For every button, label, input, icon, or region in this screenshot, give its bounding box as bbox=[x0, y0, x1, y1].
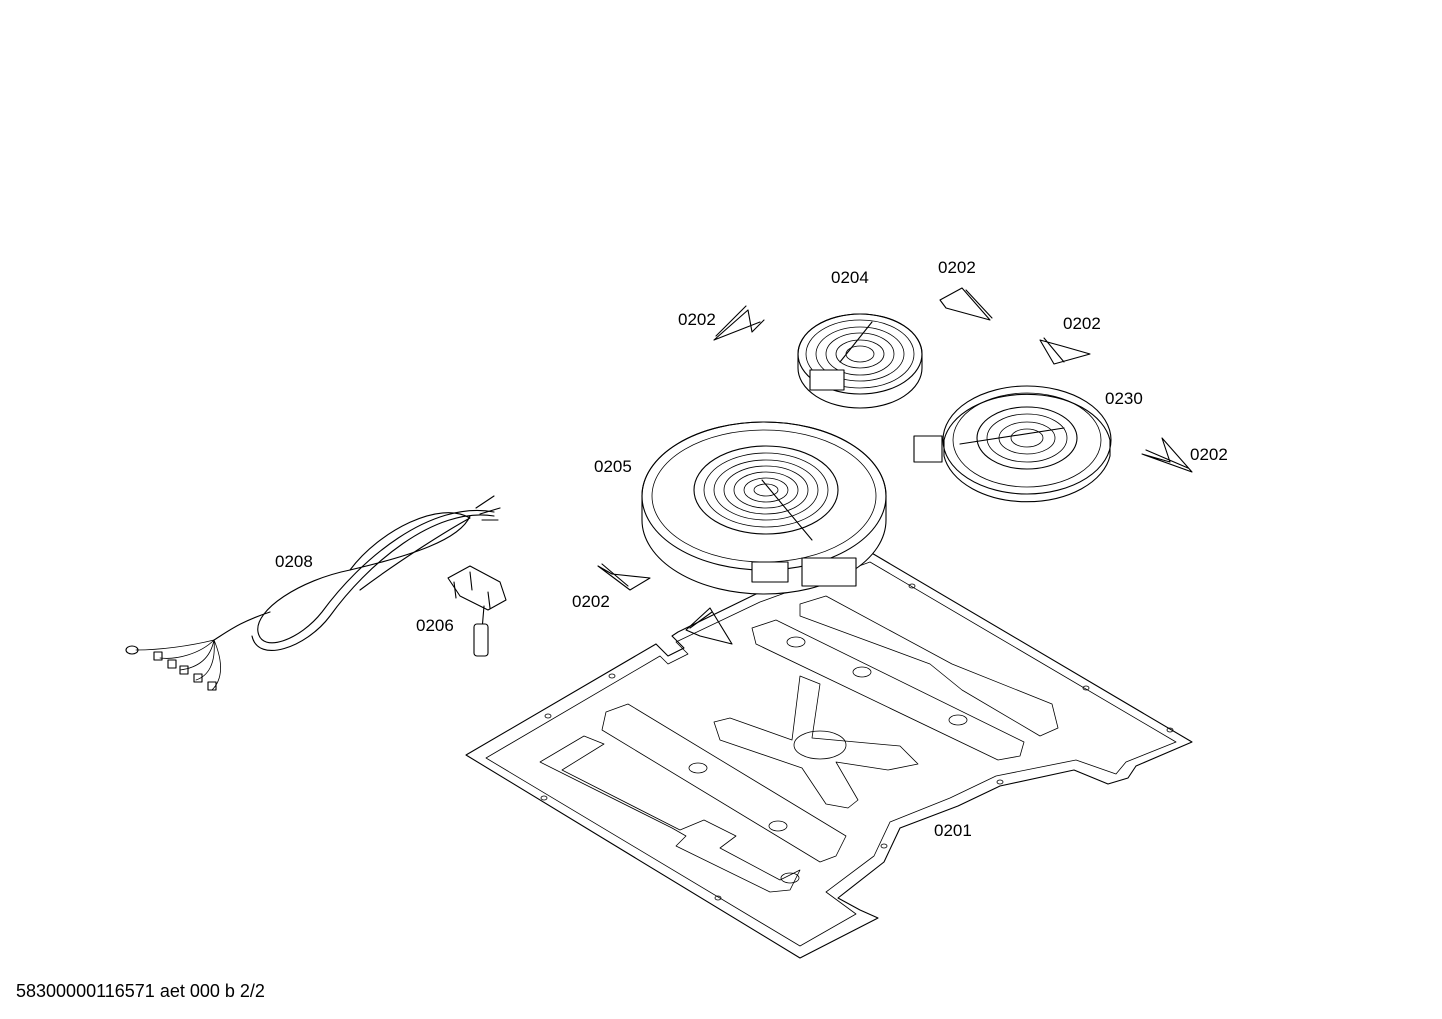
heater-0204 bbox=[797, 313, 923, 409]
label-0202-e: 0202 bbox=[572, 592, 610, 611]
terminal-0206 bbox=[447, 565, 507, 657]
clip-0202-f bbox=[685, 607, 733, 645]
label-0202-a: 0202 bbox=[678, 310, 716, 329]
cable-0208 bbox=[125, 495, 501, 691]
label-0202-c: 0202 bbox=[1063, 314, 1101, 333]
clip-0202-b bbox=[939, 287, 993, 321]
clip-0202-d bbox=[1141, 437, 1193, 473]
label-0201: 0201 bbox=[934, 821, 972, 840]
label-0202-d: 0202 bbox=[1190, 445, 1228, 464]
heater-0230 bbox=[913, 385, 1112, 503]
clip-0202-a bbox=[713, 305, 765, 341]
document-id-footer: 58300000116571 aet 000 b 2/2 bbox=[16, 981, 265, 1001]
label-0205: 0205 bbox=[594, 457, 632, 476]
label-0202-b: 0202 bbox=[938, 258, 976, 277]
clip-0202-c bbox=[1039, 337, 1091, 365]
heater-0205 bbox=[641, 421, 887, 595]
label-0204: 0204 bbox=[831, 268, 869, 287]
label-0206: 0206 bbox=[416, 616, 454, 635]
clip-0202-e bbox=[597, 563, 651, 591]
label-0208: 0208 bbox=[275, 552, 313, 571]
base-plate-0201 bbox=[465, 551, 1193, 959]
label-0230: 0230 bbox=[1105, 389, 1143, 408]
